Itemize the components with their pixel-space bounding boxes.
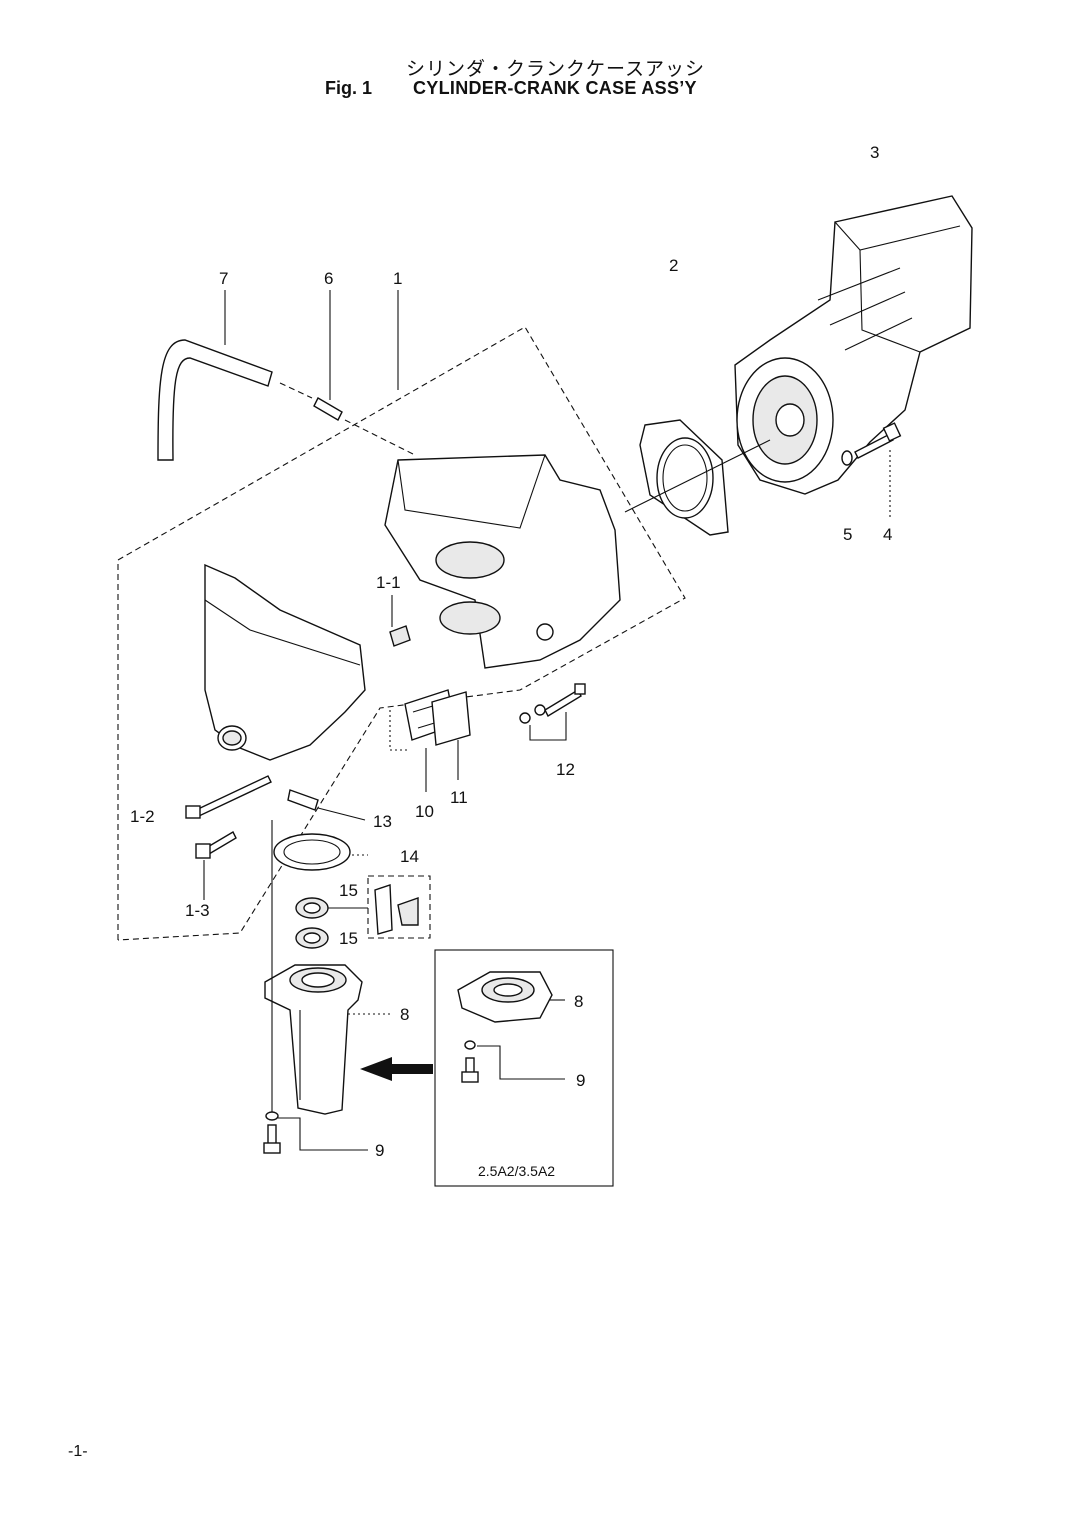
part-14-gasket [273,833,351,871]
dashed-10 [389,710,410,751]
callout-10: 10 [415,802,434,821]
part-1-2-bolt [185,775,272,819]
leader-9 [278,1117,368,1151]
inset-model-label: 2.5A2/3.5A2 [478,1163,555,1179]
figure-title-japanese: シリンダ・クランクケースアッシ [406,58,706,80]
part-1-1-dowel [389,625,411,647]
part-5-washer [841,450,853,466]
part-9-bolt [263,1124,281,1154]
part-1-3-bolt [195,831,237,859]
callout-13: 13 [373,812,392,831]
callout-15-upper: 15 [339,881,358,900]
inset-callout-9: 9 [576,1071,585,1090]
axis-6-1 [344,419,416,456]
seal-detail-box [367,875,431,939]
callout-8: 8 [400,1005,409,1024]
callout-12: 12 [556,760,575,779]
inset-box [434,949,614,1187]
axis-6-7 [279,382,313,399]
callout-4: 4 [883,525,892,544]
inset-part-8-housing [457,971,553,1023]
inset-leader-9 [477,1045,565,1080]
arrow-icon [360,1057,433,1081]
part-8-housing [264,964,363,1115]
part-11-gasket [431,691,471,746]
leader-13 [317,807,366,821]
page-number: -1- [68,1443,88,1460]
part-3-housing [734,195,973,495]
part-6-nipple [313,397,343,421]
figure-number: Fig. 1 [325,78,373,98]
figure-title-english: CYLINDER-CRANK CASE ASS’Y [413,78,697,98]
callout-11: 11 [450,788,468,807]
part-15-seal-upper [295,897,329,919]
callout-5: 5 [843,525,852,544]
part-9-washer [265,1111,279,1121]
callout-14: 14 [400,847,419,866]
callout-1-2: 1-2 [130,807,155,826]
seal-detail-lip [397,897,419,926]
part-13 [287,789,319,811]
part-1-crankcase-lower [204,563,366,761]
callout-1-3: 1-3 [185,901,210,920]
callout-6: 6 [324,269,333,288]
callout-2: 2 [669,256,678,275]
assembly-outline-1 [117,326,686,941]
part-2-gasket [639,419,729,536]
inset-part-9-washer [464,1040,476,1050]
inset-part-9-bolt [461,1057,479,1083]
callout-9: 9 [375,1141,384,1160]
part-1-crankcase-upper [384,454,621,669]
inset-callout-8: 8 [574,992,583,1011]
leader-axis-2-3 [624,439,771,513]
callout-1-1: 1-1 [376,573,401,592]
callout-1: 1 [393,269,402,288]
callout-15-lower: 15 [339,929,358,948]
part-4-bolt [854,422,902,459]
callout-3: 3 [870,143,879,162]
leader-12 [529,712,567,741]
part-12-screw [519,683,586,724]
part-7-hose [157,339,273,461]
seal-detail-section [374,884,393,935]
part-15-seal-lower [295,927,329,949]
callout-7: 7 [219,269,228,288]
